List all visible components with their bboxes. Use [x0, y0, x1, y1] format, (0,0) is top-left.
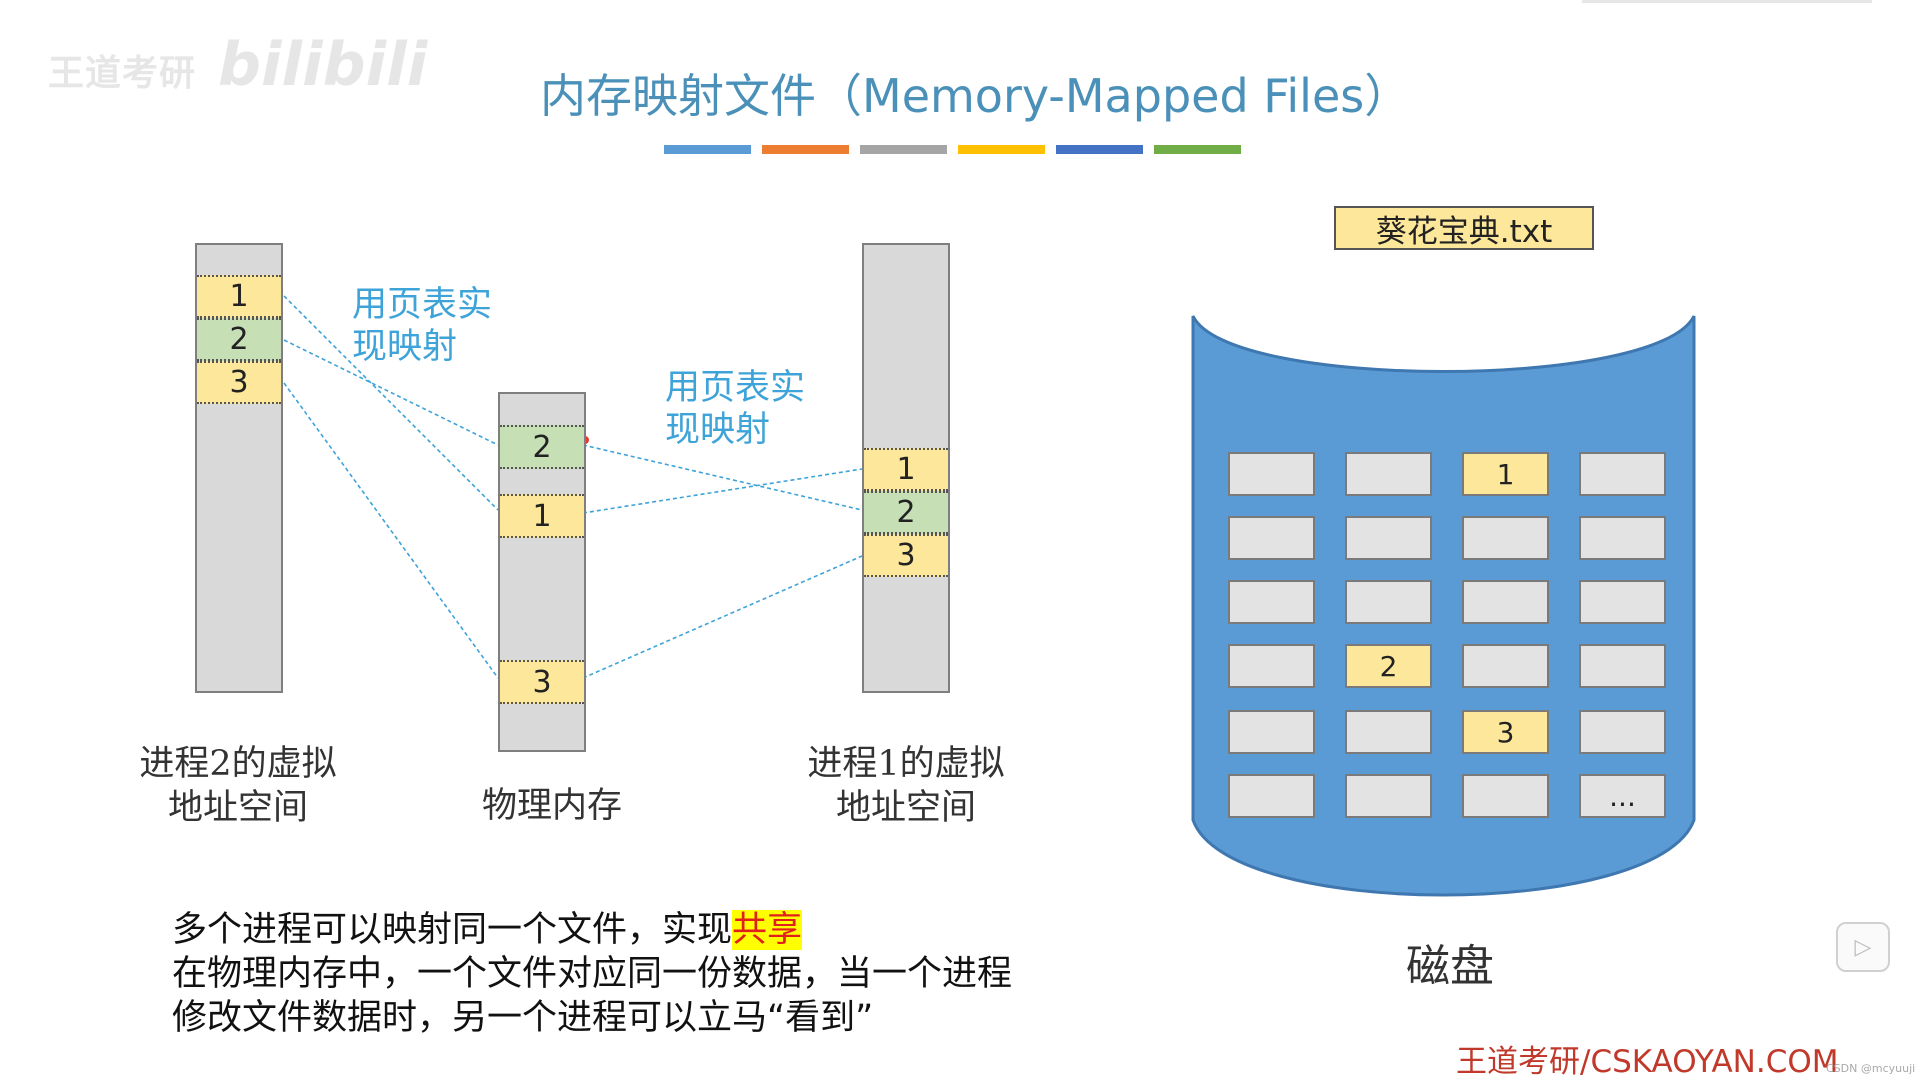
disk-block: [1228, 774, 1315, 818]
play-button[interactable]: ▷: [1836, 922, 1890, 972]
mapping-label-left-line2: 现映射: [352, 327, 458, 367]
disk-block: [1345, 710, 1432, 754]
top-progress-line: [1582, 0, 1872, 3]
disk-block: [1579, 580, 1666, 624]
process2-label-line2: 地址空间: [167, 788, 308, 828]
description-line1: 多个进程可以映射同一个文件，实现共享: [172, 908, 1012, 952]
mapping-line: [283, 295, 499, 511]
disk-label: 磁盘: [1406, 941, 1494, 992]
mapping-label-right: 用页表实 现映射: [665, 367, 805, 451]
play-icon: ▷: [1854, 934, 1872, 960]
mapping-line: [582, 444, 863, 511]
color-bar: [1154, 145, 1241, 154]
color-bar: [1056, 145, 1143, 154]
disk-block: [1579, 644, 1666, 688]
physical-memory-label: 物理内存: [481, 786, 622, 826]
brand-footer: 王道考研/CSKAOYAN.COM: [1456, 1044, 1839, 1080]
mapping-line: [283, 382, 499, 679]
disk-block-file-3: 3: [1462, 710, 1549, 754]
color-bar: [664, 145, 751, 154]
disk-block: [1228, 644, 1315, 688]
process1-label-line2: 地址空间: [835, 788, 976, 828]
disk-body: [1191, 315, 1696, 897]
description-line3: 修改文件数据时，另一个进程可以立马“看到”: [172, 998, 874, 1038]
disk-block: [1228, 710, 1315, 754]
process2-page-2: 2: [197, 318, 281, 361]
disk-block: [1462, 580, 1549, 624]
mapping-label-left-line1: 用页表实: [352, 285, 493, 325]
color-bar: [958, 145, 1045, 154]
csdn-watermark: CSDN @mcyuuji: [1826, 1062, 1916, 1075]
disk-block: [1345, 774, 1432, 818]
process1-page-2: 2: [864, 491, 948, 534]
color-bar: [762, 145, 849, 154]
disk-block: [1579, 516, 1666, 560]
disk-block: [1579, 452, 1666, 496]
disk-block: [1228, 516, 1315, 560]
disk-block: [1462, 516, 1549, 560]
process2-page-1: 1: [197, 275, 281, 318]
mapping-line: [582, 468, 863, 514]
physical-page-1: 1: [500, 494, 584, 538]
description-line2: 在物理内存中，一个文件对应同一份数据，当一个进程: [172, 954, 1013, 994]
mapping-line: [582, 555, 863, 679]
process1-label-line1: 进程1的虚拟: [807, 744, 1005, 784]
process1-page-1: 1: [864, 448, 948, 491]
disk-block-ellipsis: ...: [1579, 774, 1666, 818]
process1-page-3: 3: [864, 534, 948, 577]
watermark-logo: 王道考研: [48, 53, 197, 94]
disk-icon: [1191, 315, 1696, 897]
disk-block: [1345, 516, 1432, 560]
disk-block: [1345, 580, 1432, 624]
disk-block: [1462, 644, 1549, 688]
disk-block-file-1: 1: [1462, 452, 1549, 496]
slide-title: 内存映射文件（Memory-Mapped Files）: [540, 69, 1411, 123]
description-line1-text: 多个进程可以映射同一个文件，实现: [172, 910, 733, 950]
physical-page-2: 2: [500, 425, 584, 469]
disk-block: [1579, 710, 1666, 754]
description: 多个进程可以映射同一个文件，实现共享 在物理内存中，一个文件对应同一份数据，当一…: [172, 908, 1012, 1040]
disk-block: [1228, 580, 1315, 624]
disk-block-grid: 1 2 3 ...: [1228, 452, 1668, 822]
color-bar: [860, 145, 947, 154]
process1-label: 进程1的虚拟 地址空间: [786, 742, 1026, 830]
highlight-sharing: 共享: [732, 910, 803, 950]
disk-block-file-2: 2: [1345, 644, 1432, 688]
process2-label-line1: 进程2的虚拟: [139, 744, 337, 784]
process2-label: 进程2的虚拟 地址空间: [118, 742, 358, 830]
file-name-box: 葵花宝典.txt: [1334, 206, 1594, 250]
mapping-label-left: 用页表实 现映射: [352, 284, 492, 368]
bilibili-watermark: bilibili: [218, 30, 428, 100]
disk-block: [1462, 774, 1549, 818]
process2-page-3: 3: [197, 361, 281, 404]
physical-page-3: 3: [500, 660, 584, 704]
mapping-label-right-line2: 现映射: [665, 410, 771, 450]
mapping-line: [283, 339, 499, 446]
mapping-label-right-line1: 用页表实: [665, 368, 806, 408]
disk-block: [1345, 452, 1432, 496]
disk-block: [1228, 452, 1315, 496]
